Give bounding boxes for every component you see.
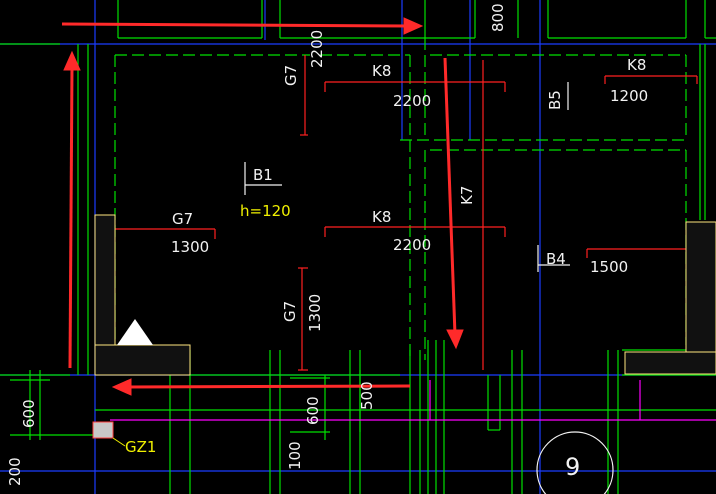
red-arrows <box>61 17 464 396</box>
axis-bubble <box>536 431 614 494</box>
top-g7-vert: G7 <box>282 65 300 86</box>
dim-500: 500 <box>358 381 376 410</box>
g7-mid-len: 1300 <box>171 238 209 256</box>
slab-symbol-icon <box>244 82 570 272</box>
b5-label: B5 <box>546 90 564 110</box>
axis-9-label: 9 <box>565 453 580 481</box>
k8-top-len: 2200 <box>393 92 431 110</box>
g7-mid: G7 <box>172 210 193 228</box>
warning-triangle-icon <box>117 319 153 345</box>
k8-mid: K8 <box>372 208 391 226</box>
g7-lower-len: 1300 <box>306 294 324 332</box>
labels: 800 G7 2200 K8 2200 K8 1200 B5 B1 h=120 … <box>6 3 648 486</box>
b1-label: B1 <box>253 166 273 184</box>
b4-len: 1500 <box>590 258 628 276</box>
h120-label: h=120 <box>240 202 291 220</box>
k7-label: K7 <box>458 186 476 205</box>
gz1-label: GZ1 <box>125 438 156 456</box>
dim-100: 100 <box>286 441 304 470</box>
gz1-leader <box>112 437 126 447</box>
magenta-lines <box>110 380 716 421</box>
top-2200-vert: 2200 <box>308 30 326 68</box>
dim-600-left: 600 <box>20 399 38 428</box>
dim-200: 200 <box>6 457 24 486</box>
column-hatch <box>92 214 716 439</box>
b4-label: B4 <box>546 250 566 268</box>
k8-mid-len: 2200 <box>393 236 431 254</box>
k8-right: K8 <box>627 56 646 74</box>
g7-lower: G7 <box>281 301 299 322</box>
k8-right-len: 1200 <box>610 87 648 105</box>
dim-600-mid: 600 <box>304 396 322 425</box>
k8-top: K8 <box>372 62 391 80</box>
top-dim-800: 800 <box>489 3 507 32</box>
dimension-lines <box>106 55 698 371</box>
